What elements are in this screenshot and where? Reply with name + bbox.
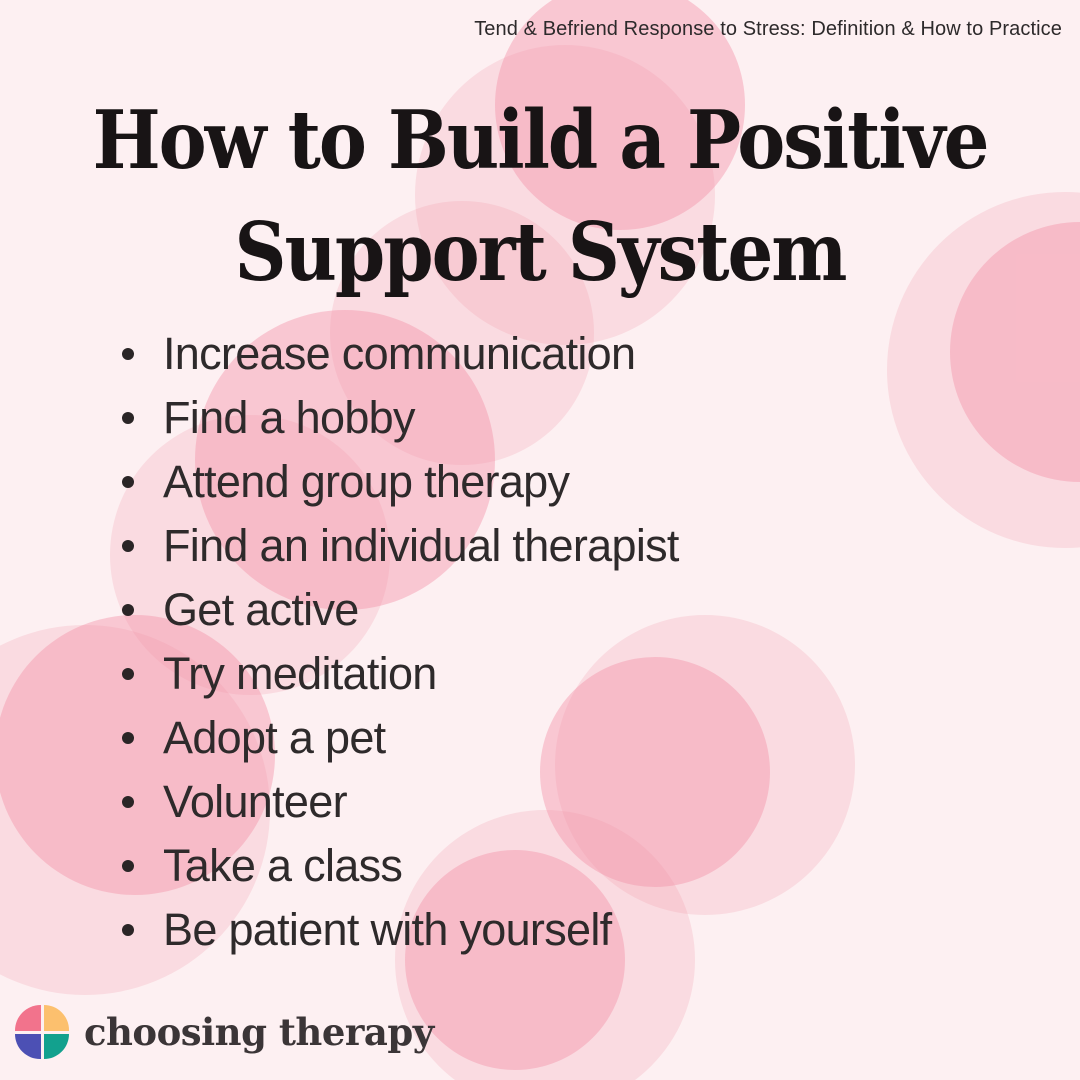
list-item-label: Volunteer — [163, 776, 348, 827]
logo-quadrant-indigo-icon — [15, 1033, 41, 1059]
list-item-label: Adopt a pet — [163, 712, 386, 763]
background-circle — [195, 310, 495, 610]
list-item: Increase communication — [122, 322, 679, 386]
bullet-dot-icon — [122, 668, 134, 680]
list-item-label: Attend group therapy — [163, 456, 570, 507]
list-item: Try meditation — [122, 642, 679, 706]
header-note: Tend & Befriend Response to Stress: Defi… — [474, 18, 1062, 40]
logo-quadrant-orange-icon — [43, 1005, 69, 1031]
list-item-label: Find a hobby — [163, 392, 415, 443]
background-circle — [415, 45, 715, 345]
list-item: Take a class — [122, 834, 679, 898]
background-circle — [395, 810, 695, 1080]
bullet-dot-icon — [122, 604, 134, 616]
title-line-1: How to Build a Positive — [92, 91, 990, 188]
page-title: How to Build a Positive Support System — [0, 84, 1080, 308]
list-item: Find a hobby — [122, 386, 679, 450]
list-item-label: Be patient with yourself — [163, 904, 612, 955]
bullet-dot-icon — [122, 540, 134, 552]
bullet-dot-icon — [122, 476, 134, 488]
logo-quadrant-pink-icon — [15, 1005, 41, 1031]
brand-footer: choosing therapy — [15, 1005, 434, 1059]
list-item-label: Increase communication — [163, 328, 636, 379]
list-item-label: Find an individual therapist — [163, 520, 679, 571]
list-item: Find an individual therapist — [122, 514, 679, 578]
list-item-label: Take a class — [163, 840, 403, 891]
support-list: Increase communication Find a hobby Atte… — [122, 322, 679, 962]
list-item: Be patient with yourself — [122, 898, 679, 962]
bullet-dot-icon — [122, 924, 134, 936]
bullet-dot-icon — [122, 348, 134, 360]
background-circle — [0, 615, 275, 895]
brand-name: choosing therapy — [84, 1010, 434, 1054]
background-circle — [405, 850, 625, 1070]
background-circle — [540, 657, 770, 887]
list-item: Volunteer — [122, 770, 679, 834]
background-circle — [330, 201, 594, 465]
logo-quadrant-teal-icon — [43, 1033, 69, 1059]
title-line-2: Support System — [234, 203, 848, 300]
bullet-dot-icon — [122, 732, 134, 744]
background-circle — [495, 0, 745, 230]
list-item: Adopt a pet — [122, 706, 679, 770]
bullet-dot-icon — [122, 860, 134, 872]
list-item: Get active — [122, 578, 679, 642]
bullet-dot-icon — [122, 796, 134, 808]
list-item-label: Try meditation — [163, 648, 437, 699]
background-circle — [555, 615, 855, 915]
choosing-therapy-logo-icon — [15, 1005, 69, 1059]
background-circle — [110, 415, 390, 695]
bullet-dot-icon — [122, 412, 134, 424]
list-item: Attend group therapy — [122, 450, 679, 514]
list-item-label: Get active — [163, 584, 359, 635]
